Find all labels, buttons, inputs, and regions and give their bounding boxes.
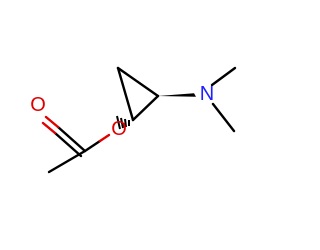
bond-carbonyl-double-1 (56, 125, 87, 153)
bold-wedge-bond (158, 93, 196, 97)
bond-carbonyl-double-1-o (44, 115, 60, 129)
bond-n-methyl-up (210, 66, 237, 87)
bond-n-methyl-down (211, 102, 236, 133)
bond-ring-c2-c3 (116, 66, 160, 98)
bond-ring-c1-c3 (131, 94, 160, 122)
atom-label-nitrogen: N (200, 83, 214, 105)
structure-canvas: O O N (30, 66, 237, 174)
atom-label-ester-oxygen: O (111, 118, 127, 140)
atom-label-carbonyl-oxygen: O (30, 94, 46, 116)
bond-carbonyl-double-2-o (41, 121, 57, 135)
bond-carbonyl-double-2 (53, 131, 83, 158)
bond-ring-c1-c2 (116, 66, 135, 122)
bond-carbonyl-ester-o (83, 139, 102, 153)
bond-carbonyl-ester-o-red (98, 133, 111, 143)
hashed-wedge-bond (116, 115, 130, 130)
